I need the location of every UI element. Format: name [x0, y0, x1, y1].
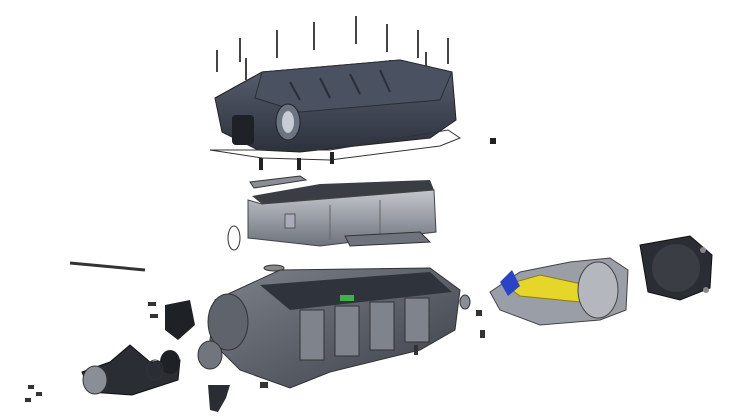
gasket-bolts — [259, 138, 496, 170]
lower-intake-manifold — [207, 267, 461, 389]
o-ring — [227, 225, 241, 251]
rotor-assembly — [459, 257, 629, 326]
throttle-body-assembly — [81, 300, 230, 412]
green-sensor — [340, 295, 354, 301]
long-bolt — [69, 261, 146, 272]
small-bolts — [25, 302, 485, 402]
rear-cover — [639, 235, 713, 301]
intercooler — [227, 180, 437, 251]
supercharger-lid — [214, 59, 457, 153]
sensor-plug — [208, 385, 230, 412]
seal-bar — [249, 175, 308, 189]
lid-gasket — [209, 129, 462, 161]
blue-rotor-end — [500, 270, 520, 296]
sensor-connector — [232, 115, 254, 145]
